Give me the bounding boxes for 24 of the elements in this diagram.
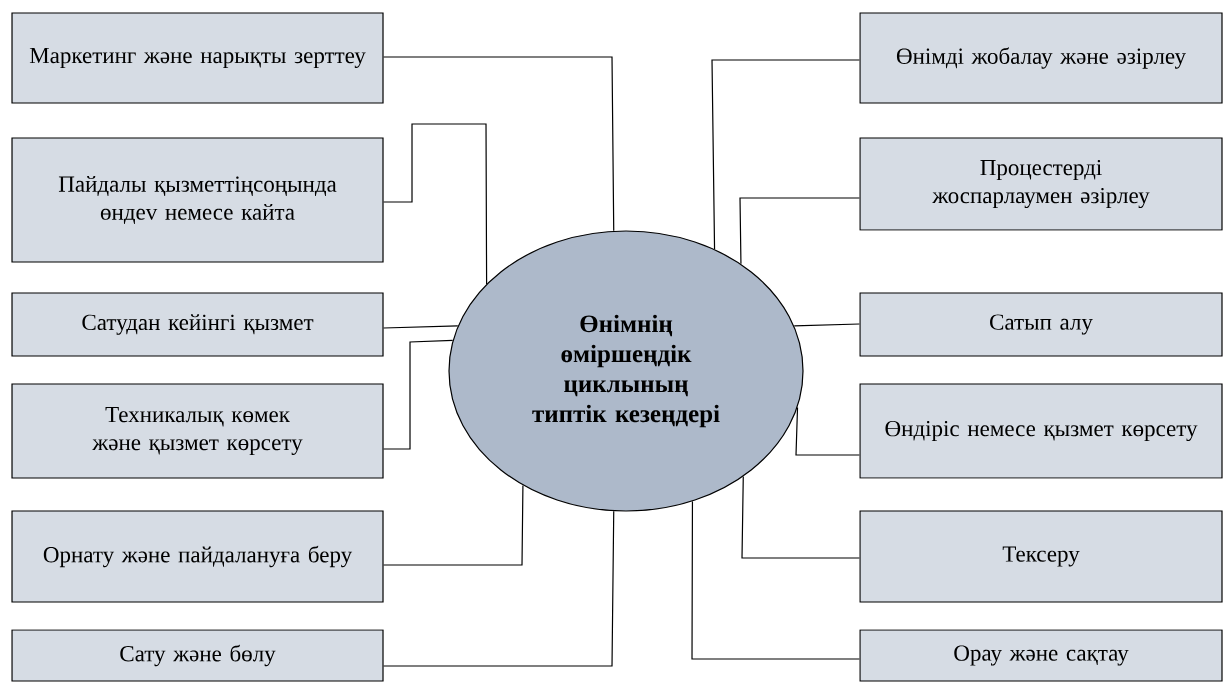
connector-line bbox=[383, 510, 615, 667]
stage-box: Өндіріс немесе қызмет көрсету bbox=[859, 383, 1223, 479]
connector-line bbox=[711, 59, 860, 250]
connector-line bbox=[383, 123, 488, 285]
stage-box: Орау және сақтау bbox=[859, 629, 1223, 682]
stage-box: Тексеру bbox=[859, 510, 1223, 603]
stage-box: Орнату және пайдалануға беру bbox=[11, 510, 384, 603]
stage-box: Сатудан кейінгі қызмет bbox=[11, 292, 384, 357]
connector-line bbox=[383, 325, 459, 329]
stage-box: Техникалық көмек және қызмет көрсету bbox=[11, 383, 384, 479]
connector-line bbox=[383, 484, 524, 566]
stage-box: Өнімді жобалау және әзірлеу bbox=[859, 12, 1223, 104]
stage-box: Сату және бөлу bbox=[11, 629, 384, 682]
connector-line bbox=[795, 406, 860, 456]
connector-line bbox=[383, 339, 454, 450]
connector-line bbox=[739, 197, 860, 265]
connector-line bbox=[691, 500, 860, 660]
stage-box: Пайдалы қызметтіңсоңында өндеv немесе кайта bbox=[11, 137, 384, 263]
connector-line bbox=[793, 323, 860, 327]
stage-box: Процестерді жоспарлаумен әзірлеу bbox=[859, 137, 1223, 231]
connector-line bbox=[383, 56, 615, 232]
stage-box: Сатып алу bbox=[859, 292, 1223, 357]
connector-line bbox=[741, 475, 860, 559]
stage-box: Маркетинг және нарықты зерттеу bbox=[11, 12, 384, 104]
